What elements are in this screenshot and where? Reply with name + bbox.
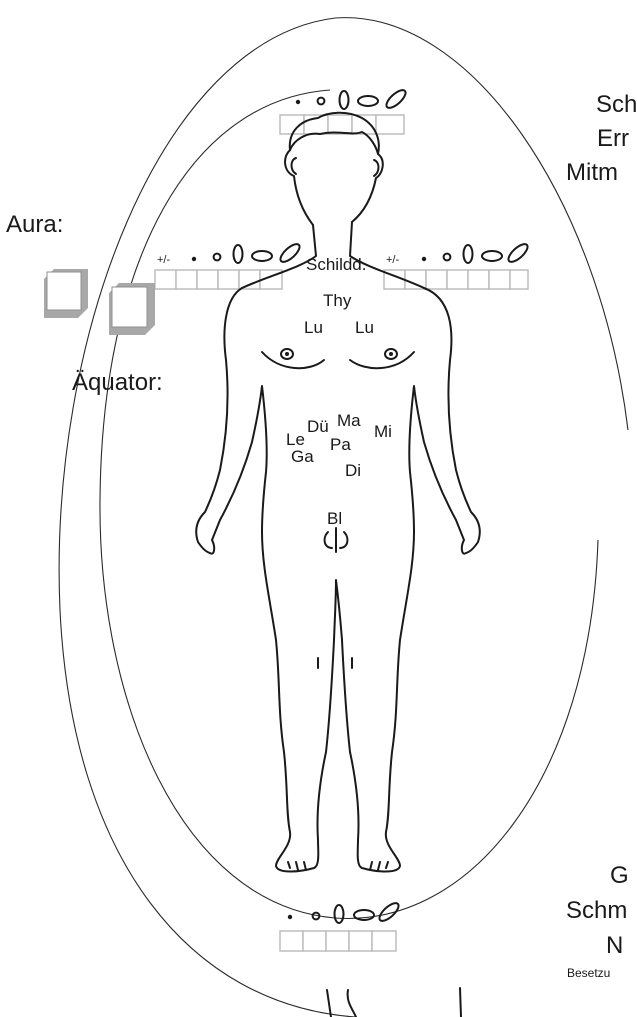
right-label-6: N — [606, 932, 623, 959]
rating-cell[interactable] — [372, 931, 396, 951]
plus-minus-label-left: +/- — [157, 254, 170, 266]
aura-label: Aura: — [6, 211, 63, 238]
rating-cell[interactable] — [197, 270, 218, 289]
small-circle-icon — [444, 254, 451, 261]
right-label-3: Mitm — [566, 159, 618, 186]
organ-lunge-links: Lu — [304, 318, 323, 337]
organ-thymus: Thy — [323, 291, 352, 310]
rating-cell[interactable] — [376, 115, 404, 134]
rating-boxes-top[interactable] — [280, 115, 404, 134]
rating-cell[interactable] — [489, 270, 510, 289]
dot-icon — [422, 257, 426, 261]
rating-cell[interactable] — [426, 270, 447, 289]
dot-icon — [192, 257, 196, 261]
scale-bottom — [280, 900, 401, 951]
wide-ellipse-icon — [354, 910, 374, 920]
right-label-2: Err — [597, 125, 629, 152]
scale-left: +/- — [155, 241, 302, 289]
rating-cell[interactable] — [352, 115, 376, 134]
wide-ellipse-icon — [252, 251, 272, 261]
hair-outline — [290, 132, 378, 154]
organ-milz: Mi — [374, 422, 392, 441]
rating-cell[interactable] — [155, 270, 176, 289]
ear-left — [292, 158, 297, 174]
plus-minus-label-right: +/- — [386, 254, 399, 266]
organ-pankreas: Pa — [330, 435, 351, 454]
small-circle-icon — [214, 254, 221, 261]
lower-figure-right — [460, 988, 461, 1017]
rating-cell[interactable] — [218, 270, 239, 289]
nipple-right-dot — [389, 352, 393, 356]
checkbox-3d-icon[interactable] — [112, 287, 147, 327]
tilted-ellipse-icon — [377, 900, 402, 923]
rating-cell[interactable] — [468, 270, 489, 289]
right-label-4: G — [610, 862, 629, 889]
rating-cell[interactable] — [280, 931, 303, 951]
toes-left — [288, 862, 306, 870]
organ-duenndarm: Dü — [307, 417, 329, 436]
rating-cell[interactable] — [303, 931, 326, 951]
checkbox-3d-icon[interactable] — [47, 272, 81, 310]
nipple-left-dot — [285, 352, 289, 356]
aura-outer-ring — [59, 18, 628, 1017]
right-label-5: Schm — [566, 897, 627, 924]
rating-cell[interactable] — [447, 270, 468, 289]
organ-magen: Ma — [337, 411, 361, 430]
pec-right — [350, 352, 414, 368]
checkbox-aura[interactable] — [44, 269, 88, 318]
tall-ellipse-icon — [340, 91, 349, 109]
organ-lunge-rechts: Lu — [355, 318, 374, 337]
tall-ellipse-icon — [335, 905, 344, 923]
toes-right — [370, 862, 388, 870]
ear-right — [374, 160, 379, 176]
aura-inner-ring — [100, 90, 598, 918]
organ-blase: Bl — [327, 509, 342, 528]
tilted-ellipse-icon — [278, 241, 303, 264]
right-label-7: Besetzu — [567, 966, 610, 980]
scale-right: +/- — [384, 241, 530, 289]
rating-cell[interactable] — [326, 931, 349, 951]
tilted-ellipse-icon — [506, 241, 531, 264]
human-body-figure — [196, 113, 480, 1017]
lower-figure-left — [327, 990, 356, 1017]
tall-ellipse-icon — [464, 245, 473, 263]
rating-cell[interactable] — [510, 270, 528, 289]
organ-schilddruese: Schildd. — [306, 255, 366, 274]
right-label-1: Sch — [596, 91, 637, 118]
wide-ellipse-icon — [482, 251, 502, 261]
aequator-label: Äquator: — [72, 369, 163, 396]
wide-ellipse-icon — [358, 96, 378, 106]
tall-ellipse-icon — [234, 245, 243, 263]
rating-boxes-bottom[interactable] — [280, 931, 396, 951]
rating-cell[interactable] — [176, 270, 197, 289]
tilted-ellipse-icon — [384, 87, 409, 110]
checkbox-aequator[interactable] — [109, 283, 155, 335]
rating-cell[interactable] — [405, 270, 426, 289]
scale-symbols-top — [296, 87, 408, 110]
dot-icon — [288, 915, 292, 919]
dot-icon — [296, 100, 300, 104]
rating-cell[interactable] — [239, 270, 260, 289]
rating-cell[interactable] — [328, 115, 352, 134]
rating-cell[interactable] — [349, 931, 372, 951]
organ-labels: Schildd. Thy Lu Lu Dü Ma Mi Le Pa Ga Di … — [286, 255, 392, 528]
organ-galle: Ga — [291, 447, 314, 466]
genitals-outline — [325, 528, 348, 552]
organ-dickdarm: Di — [345, 461, 361, 480]
torso-outline — [196, 288, 480, 872]
small-circle-icon — [318, 98, 325, 105]
